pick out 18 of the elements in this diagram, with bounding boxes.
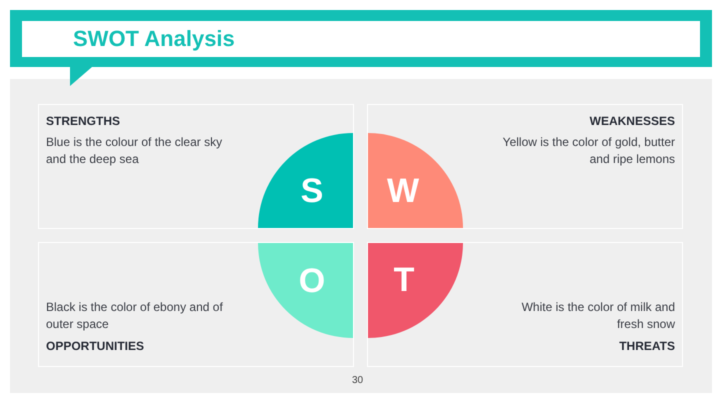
quadrant-heading: THREATS [619, 338, 675, 354]
quadrant-heading: OPPORTUNITIES [46, 338, 144, 354]
swot-letter: O [298, 264, 326, 298]
swot-letter: T [394, 263, 414, 297]
quadrant-heading: STRENGTHS [46, 113, 120, 129]
page-number: 30 [352, 375, 364, 386]
quadrant-description: Yellow is the color of gold, butter and ripe lemons [502, 134, 675, 168]
quadrant-heading: WEAKNESSES [590, 113, 675, 129]
quadrant-description: Black is the color of ebony and of outer space [46, 299, 224, 333]
slide-title: SWOT Analysis [73, 27, 235, 51]
swot-letter: S [300, 174, 324, 208]
quadrant-panel [367, 242, 683, 367]
swot-letter: W [386, 174, 420, 208]
quadrant-description: Blue is the colour of the clear sky and the deep sea [46, 134, 224, 168]
quadrant-panel [367, 104, 683, 229]
quadrant-panel [38, 104, 354, 229]
quadrant-panel [38, 242, 354, 367]
quadrant-description: White is the color of milk and fresh snow [520, 299, 675, 333]
